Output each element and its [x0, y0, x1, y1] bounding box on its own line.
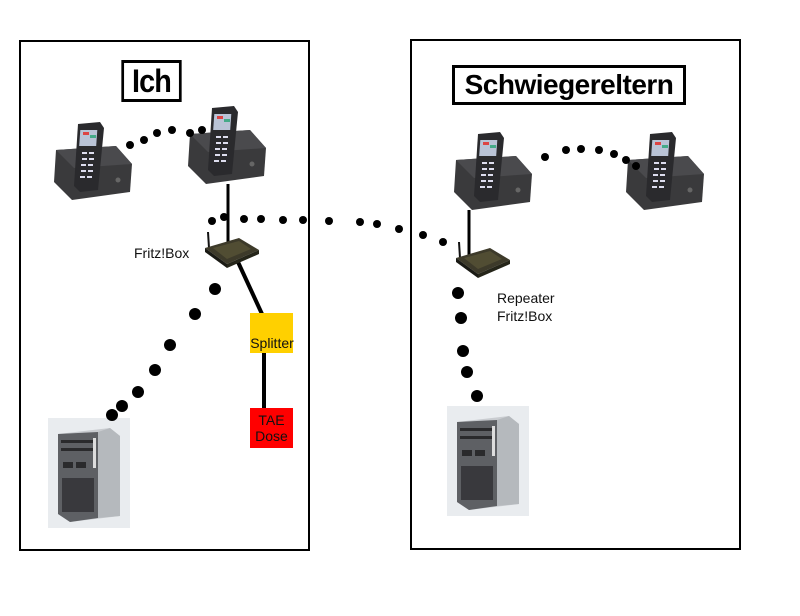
wireless-dot	[257, 215, 265, 223]
fritzbox-label: Fritz!Box	[134, 245, 190, 261]
wireless-dot	[610, 150, 618, 158]
wireless-dot	[439, 238, 447, 246]
cordless-phone-icon	[626, 132, 704, 210]
wireless-link-left-phones	[126, 126, 206, 149]
wireless-dot	[240, 215, 248, 223]
wireless-link-left-computer	[106, 283, 221, 421]
splitter-label: Splitter	[250, 335, 294, 351]
wireless-dot	[395, 225, 403, 233]
wireless-dot	[562, 146, 570, 154]
wireless-dot	[455, 312, 467, 324]
wireless-dot	[356, 218, 364, 226]
wireless-dot	[186, 129, 194, 137]
wireless-link-routers	[208, 213, 447, 246]
fritzbox-router-icon	[204, 231, 260, 269]
wireless-dot	[419, 231, 427, 239]
cordless-phone-icon	[54, 122, 132, 200]
wireless-dot	[622, 156, 630, 164]
tae-dose-box: TAE Dose	[250, 408, 293, 448]
tae-label-line2: Dose	[255, 428, 288, 444]
wireless-dot	[457, 345, 469, 357]
repeater-label-line1: Repeater	[497, 290, 555, 306]
wireless-dot	[471, 390, 483, 402]
wireless-dot	[153, 129, 161, 137]
wireless-dot	[577, 145, 585, 153]
cordless-phone-icon	[188, 106, 266, 184]
cordless-phone-icon	[454, 132, 532, 210]
wireless-dot	[541, 153, 549, 161]
wireless-link-right-computer	[452, 287, 483, 402]
wireless-dot	[140, 136, 148, 144]
wireless-dot	[168, 126, 176, 134]
wireless-dot	[149, 364, 161, 376]
wireless-dot	[452, 287, 464, 299]
wireless-dot	[325, 217, 333, 225]
wireless-dot	[198, 126, 206, 134]
wireless-dot	[461, 366, 473, 378]
repeater-label-line2: Fritz!Box	[497, 308, 553, 324]
wireless-dot	[220, 213, 228, 221]
tower-pc-icon	[447, 406, 529, 516]
splitter-box: Splitter	[250, 313, 294, 353]
wireless-dot	[208, 217, 216, 225]
wireless-dot	[126, 141, 134, 149]
wireless-dot	[373, 220, 381, 228]
wireless-dot	[116, 400, 128, 412]
wireless-dot	[189, 308, 201, 320]
wire-router-splitter	[236, 261, 264, 315]
tae-label-line1: TAE	[258, 412, 285, 428]
tower-pc-icon	[48, 418, 130, 528]
wireless-dot	[595, 146, 603, 154]
wireless-dot	[164, 339, 176, 351]
wireless-dot	[132, 386, 144, 398]
wireless-link-right-phones	[541, 145, 640, 170]
wireless-dot	[299, 216, 307, 224]
wireless-dot	[209, 283, 221, 295]
title-ich: Ich	[121, 60, 182, 102]
wireless-dot	[279, 216, 287, 224]
wireless-dot	[632, 162, 640, 170]
fritzbox-repeater-icon	[455, 241, 511, 279]
wireless-dot	[106, 409, 118, 421]
title-schwiegereltern: Schwiegereltern	[452, 65, 686, 105]
